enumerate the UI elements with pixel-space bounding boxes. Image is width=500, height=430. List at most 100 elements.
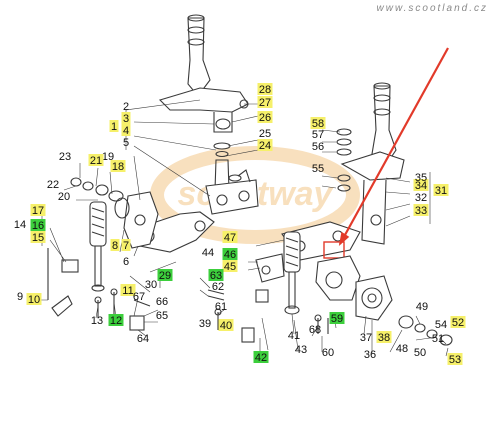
callout-label-35: 35 bbox=[415, 172, 427, 184]
callout-label-32: 32 bbox=[415, 192, 427, 204]
callout-highlight bbox=[110, 160, 126, 172]
callout-label-47: 47 bbox=[224, 232, 236, 244]
callout-label-48: 48 bbox=[396, 343, 408, 355]
callout-highlight bbox=[447, 353, 463, 365]
callout-label-50: 50 bbox=[414, 347, 426, 359]
upper-mount-center bbox=[241, 253, 285, 343]
callout-label-64: 64 bbox=[137, 333, 149, 345]
callout-highlight bbox=[121, 239, 131, 251]
callout-highlight bbox=[450, 316, 466, 328]
callout-label-10: 10 bbox=[28, 294, 40, 306]
callout-label-28: 28 bbox=[259, 84, 271, 96]
callout-label-29: 29 bbox=[159, 270, 171, 282]
callout-highlight bbox=[208, 269, 224, 281]
callout-label-43: 43 bbox=[295, 344, 307, 356]
red-pointer-arrow bbox=[338, 47, 449, 246]
callout-highlight bbox=[88, 154, 104, 166]
bolts-center-left bbox=[94, 288, 151, 331]
callout-label-34: 34 bbox=[415, 180, 427, 192]
callout-highlight bbox=[121, 124, 131, 136]
center-bracket bbox=[205, 169, 259, 215]
callout-label-22: 22 bbox=[47, 179, 59, 191]
callout-highlight bbox=[222, 248, 238, 260]
callout-label-38: 38 bbox=[378, 332, 390, 344]
callout-highlight bbox=[30, 219, 46, 231]
callout-label-49: 49 bbox=[416, 301, 428, 313]
callout-label-68: 68 bbox=[309, 324, 321, 336]
steering-yoke bbox=[158, 87, 249, 133]
knuckle-left bbox=[114, 191, 159, 249]
lower-link-left bbox=[47, 248, 79, 317]
callout-label-30: 30 bbox=[145, 279, 157, 291]
site-watermark: www.scootland.cz bbox=[376, 3, 488, 14]
washer-stack-right bbox=[398, 315, 453, 346]
callout-highlight bbox=[257, 139, 273, 151]
callout-highlight bbox=[329, 312, 345, 324]
callout-label-54: 54 bbox=[435, 319, 447, 331]
highlight-box bbox=[323, 241, 345, 259]
callout-label-12: 12 bbox=[110, 315, 122, 327]
callout-label-1: 1 bbox=[111, 121, 117, 133]
callout-label-17: 17 bbox=[32, 205, 44, 217]
callout-highlight bbox=[157, 269, 173, 281]
callout-label-42: 42 bbox=[255, 352, 267, 364]
callout-highlight bbox=[121, 112, 131, 124]
callout-label-57: 57 bbox=[312, 129, 324, 141]
callout-label-44: 44 bbox=[202, 247, 214, 259]
callout-label-23: 23 bbox=[59, 151, 71, 163]
callout-highlight bbox=[433, 184, 449, 196]
callout-highlight bbox=[257, 111, 273, 123]
callout-label-18: 18 bbox=[112, 161, 124, 173]
callout-label-5: 5 bbox=[123, 137, 129, 149]
callout-highlight bbox=[222, 260, 238, 272]
callout-label-9: 9 bbox=[17, 291, 23, 303]
callout-highlight bbox=[120, 284, 136, 296]
leader-lines bbox=[28, 99, 449, 357]
callout-label-55: 55 bbox=[312, 163, 324, 175]
callout-label-62: 62 bbox=[212, 281, 224, 293]
callout-highlight bbox=[108, 314, 124, 326]
bearing-stack-right bbox=[336, 128, 352, 192]
callout-label-21: 21 bbox=[90, 155, 102, 167]
callout-label-2: 2 bbox=[123, 101, 129, 113]
callout-highlight bbox=[30, 204, 46, 216]
callout-label-7: 7 bbox=[123, 240, 129, 252]
callout-label-31: 31 bbox=[435, 185, 447, 197]
callout-label-53: 53 bbox=[449, 354, 461, 366]
callout-label-46: 46 bbox=[224, 249, 236, 261]
callout-label-13: 13 bbox=[91, 315, 103, 327]
callout-label-24: 24 bbox=[259, 140, 271, 152]
callout-highlight bbox=[376, 331, 392, 343]
callout-label-3: 3 bbox=[123, 113, 129, 125]
callout-label-56: 56 bbox=[312, 141, 324, 153]
callout-highlight bbox=[253, 351, 269, 363]
callout-label-8: 8 bbox=[112, 240, 118, 252]
callout-label-59: 59 bbox=[331, 313, 343, 325]
callout-label-60: 60 bbox=[322, 347, 334, 359]
callout-highlight bbox=[222, 231, 238, 243]
callout-label-40: 40 bbox=[220, 320, 232, 332]
callout-label-39: 39 bbox=[199, 318, 211, 330]
callout-label-4: 4 bbox=[123, 125, 129, 137]
callout-label-25: 25 bbox=[259, 128, 271, 140]
callout-highlight bbox=[413, 204, 429, 216]
shock-absorber-left bbox=[89, 201, 107, 292]
callout-highlight bbox=[413, 179, 429, 191]
callout-label-52: 52 bbox=[452, 317, 464, 329]
callout-label-6: 6 bbox=[123, 256, 129, 268]
callout-label-67: 67 bbox=[133, 291, 145, 303]
steering-yoke-right bbox=[340, 151, 405, 245]
callout-label-36: 36 bbox=[364, 349, 376, 361]
shock-absorber-center bbox=[283, 231, 301, 315]
callout-label-65: 65 bbox=[156, 310, 168, 322]
callout-label-58: 58 bbox=[312, 118, 324, 130]
callout-highlight bbox=[26, 293, 42, 305]
callout-label-27: 27 bbox=[259, 97, 271, 109]
callout-label-33: 33 bbox=[415, 205, 427, 217]
callout-label-15: 15 bbox=[32, 232, 44, 244]
callout-label-63: 63 bbox=[210, 270, 222, 282]
washer-stack-left bbox=[70, 177, 124, 202]
